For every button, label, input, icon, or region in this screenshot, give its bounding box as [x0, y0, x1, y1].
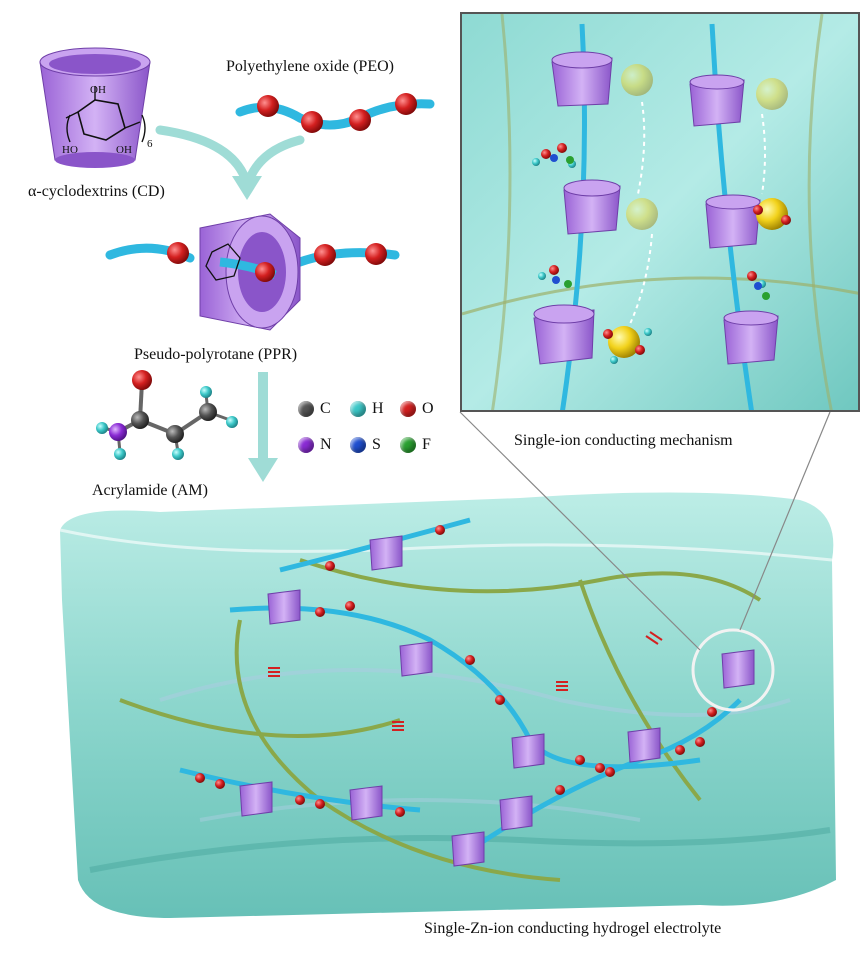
- sulfur-dot-icon: [350, 437, 366, 453]
- legend-hydrogen: H: [350, 400, 384, 418]
- hydrogen-dot-icon: [350, 401, 366, 417]
- legend-sulfur-label: S: [372, 436, 381, 453]
- fluorine-dot-icon: [400, 437, 416, 453]
- legend-nitrogen: N: [298, 436, 332, 454]
- peo-label: Polyethylene oxide (PEO): [226, 58, 394, 75]
- carbon-dot-icon: [298, 401, 314, 417]
- cd-subscript: 6: [147, 138, 153, 150]
- combine-arrow: [155, 125, 305, 200]
- nitrogen-dot-icon: [298, 437, 314, 453]
- acrylamide-molecule: [96, 370, 238, 460]
- cd-oh-right: OH: [116, 144, 132, 156]
- cd-molecule: [39, 47, 151, 168]
- hydrogel-block: [59, 411, 836, 918]
- legend-hydrogen-label: H: [372, 400, 384, 417]
- cd-oh-left: HO: [62, 144, 78, 156]
- legend-nitrogen-label: N: [320, 436, 332, 453]
- legend-oxygen-label: O: [422, 400, 434, 417]
- legend-oxygen: O: [400, 400, 434, 418]
- cd-label: α-cyclodextrins (CD): [28, 183, 165, 200]
- legend-fluorine: F: [400, 436, 431, 454]
- legend-carbon-label: C: [320, 400, 331, 417]
- legend-fluorine-label: F: [422, 436, 431, 453]
- legend-carbon: C: [298, 400, 331, 418]
- ppr-molecule: [105, 213, 400, 331]
- inset-canvas: [462, 14, 858, 410]
- mechanism-inset: [460, 12, 860, 412]
- legend-sulfur: S: [350, 436, 381, 454]
- peo-chain: [235, 93, 435, 133]
- cd-oh-top: OH: [90, 84, 106, 96]
- down-arrow: [248, 372, 278, 482]
- mechanism-label: Single-ion conducting mechanism: [514, 432, 733, 449]
- am-label: Acrylamide (AM): [92, 482, 208, 499]
- oxygen-dot-icon: [400, 401, 416, 417]
- ppr-label: Pseudo-polyrotane (PPR): [134, 346, 298, 363]
- hydrogel-label: Single-Zn-ion conducting hydrogel electr…: [424, 920, 722, 937]
